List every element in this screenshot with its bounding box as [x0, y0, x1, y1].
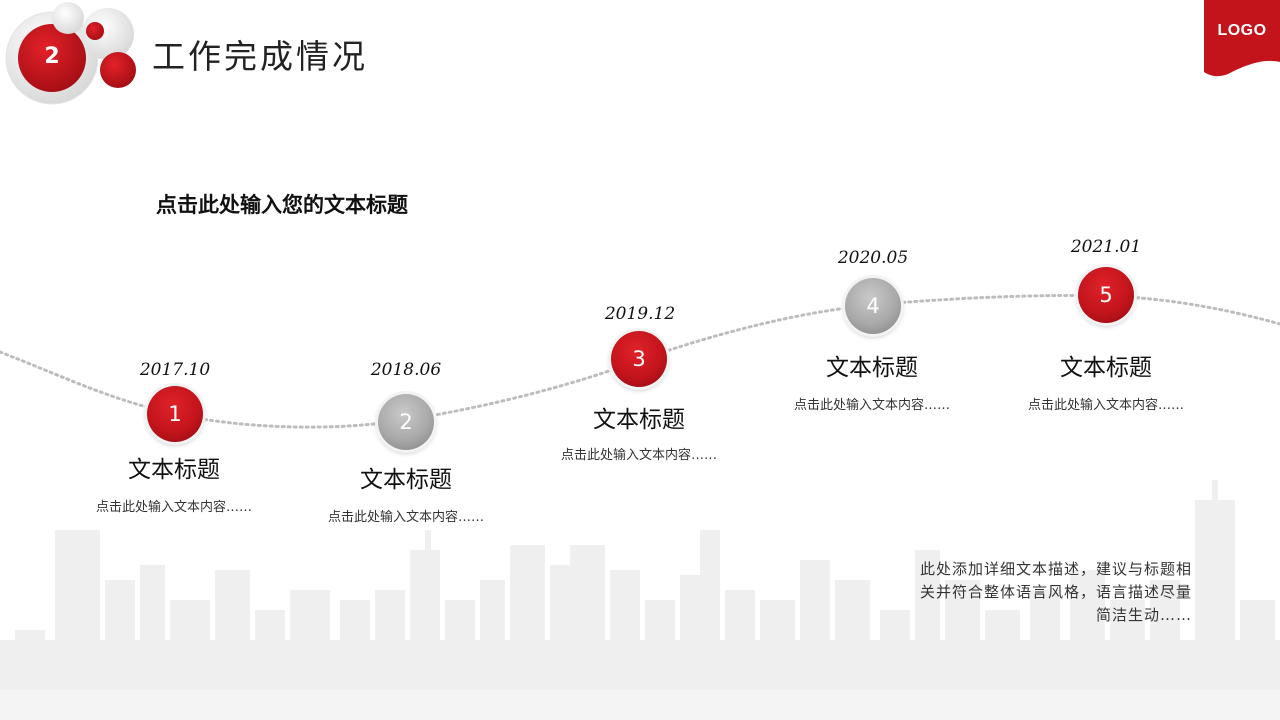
milestone-node[interactable]: 1: [147, 386, 203, 442]
milestone-desc[interactable]: 点击此处输入文本内容……: [560, 448, 717, 463]
milestone-title[interactable]: 文本标题: [360, 467, 452, 493]
milestone-title[interactable]: 文本标题: [826, 355, 918, 381]
milestone-date: 2018.06: [370, 360, 442, 380]
milestone-desc[interactable]: 点击此处输入文本内容……: [793, 398, 950, 413]
detail-line: 此处添加详细文本描述，建议与标题相: [919, 560, 1192, 578]
detail-line: 关并符合整体语言风格，语言描述尽量: [919, 583, 1192, 601]
milestone-node[interactable]: 5: [1078, 267, 1134, 323]
milestone-date: 2017.10: [139, 360, 211, 380]
section-badge-decoration: [5, 2, 136, 105]
logo-tab-shape: [1204, 0, 1280, 77]
city-skyline-background: [0, 480, 1280, 720]
milestone-title[interactable]: 文本标题: [1060, 355, 1152, 381]
content-title[interactable]: 点击此处输入您的文本标题: [156, 193, 408, 217]
milestone-desc[interactable]: 点击此处输入文本内容……: [327, 510, 484, 525]
logo[interactable]: LOGO: [1217, 22, 1267, 39]
milestone-desc[interactable]: 点击此处输入文本内容……: [1027, 398, 1184, 413]
milestone-node[interactable]: 3: [611, 331, 667, 387]
detail-line: 简洁生动……: [1095, 606, 1192, 624]
milestone-date: 2020.05: [837, 248, 909, 268]
section-number: 2: [44, 44, 60, 69]
detail-description[interactable]: 此处添加详细文本描述，建议与标题相 关并符合整体语言风格，语言描述尽量 简洁生动…: [860, 558, 1192, 627]
milestone-title[interactable]: 文本标题: [128, 457, 220, 483]
milestone-node[interactable]: 2: [378, 394, 434, 450]
milestone-date: 2021.01: [1070, 237, 1142, 257]
milestone-desc[interactable]: 点击此处输入文本内容……: [95, 500, 252, 515]
milestone-node[interactable]: 4: [845, 278, 901, 334]
milestone-title[interactable]: 文本标题: [593, 407, 685, 433]
page-title: 工作完成情况: [152, 37, 368, 76]
milestone-date: 2019.12: [604, 304, 676, 324]
